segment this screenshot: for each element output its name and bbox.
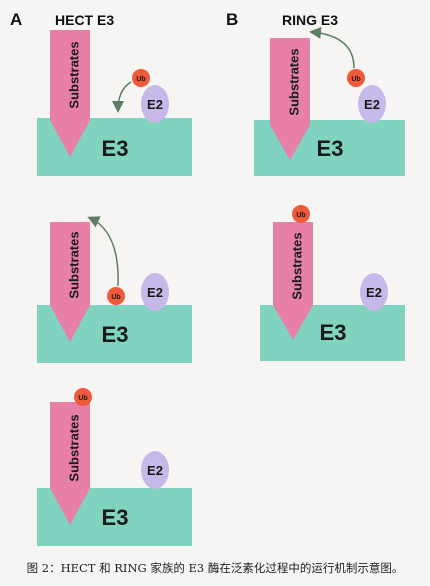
transfer-arrow — [112, 81, 132, 113]
substrate-label: Substrates — [289, 232, 304, 299]
ring-step-1: Substrates E3 E2 Ub — [254, 26, 405, 176]
panel-b-title: RING E3 — [282, 12, 338, 28]
e2-label: E2 — [147, 463, 163, 478]
ub-circle — [132, 69, 150, 87]
substrate-arrow — [50, 402, 90, 525]
transfer-arrow — [309, 26, 355, 69]
panel-a-title: HECT E3 — [55, 12, 114, 28]
e2-ellipse — [141, 85, 169, 123]
hect-step-2: Substrates E3 E2 Ub — [37, 216, 192, 363]
e2-ellipse — [358, 85, 386, 123]
ub-label: Ub — [351, 76, 360, 83]
e2-ellipse — [141, 451, 169, 489]
ub-circle — [292, 205, 310, 223]
ub-circle — [347, 69, 365, 87]
e3-label: E3 — [320, 320, 347, 345]
e3-label: E3 — [102, 505, 129, 530]
ub-circle — [74, 388, 92, 406]
e2-label: E2 — [366, 285, 382, 300]
substrate-arrow — [50, 30, 90, 157]
substrate-label: Substrates — [66, 41, 81, 108]
panel-a-letter: A — [10, 10, 22, 29]
e2-label: E2 — [147, 285, 163, 300]
substrate-label: Substrates — [66, 231, 81, 298]
figure-caption: 图 2：HECT 和 RING 家族的 E3 酶在泛素化过程中的运行机制示意图。 — [26, 561, 404, 575]
ub-label: Ub — [111, 294, 120, 301]
e2-label: E2 — [364, 97, 380, 112]
e2-ellipse — [141, 273, 169, 311]
substrate-arrow — [270, 38, 310, 160]
ring-step-2: Substrates E3 E2 Ub — [260, 205, 405, 361]
ub-label: Ub — [296, 212, 305, 219]
e3-label: E3 — [317, 136, 344, 161]
substrate-label: Substrates — [286, 48, 301, 115]
e3-label: E3 — [102, 322, 129, 347]
transfer-arrow — [87, 216, 119, 287]
substrate-label: Substrates — [66, 414, 81, 481]
substrate-arrow — [50, 222, 90, 342]
e2-label: E2 — [147, 97, 163, 112]
substrate-arrow — [273, 222, 313, 340]
ub-circle — [107, 287, 125, 305]
e3-label: E3 — [102, 136, 129, 161]
hect-step-3: Substrates E3 E2 Ub — [37, 388, 192, 546]
ub-label: Ub — [136, 76, 145, 83]
ub-label: Ub — [78, 395, 87, 402]
panel-b-letter: B — [226, 10, 238, 29]
hect-step-1: Substrates E3 E2 Ub — [37, 30, 192, 176]
e2-ellipse — [360, 273, 388, 311]
